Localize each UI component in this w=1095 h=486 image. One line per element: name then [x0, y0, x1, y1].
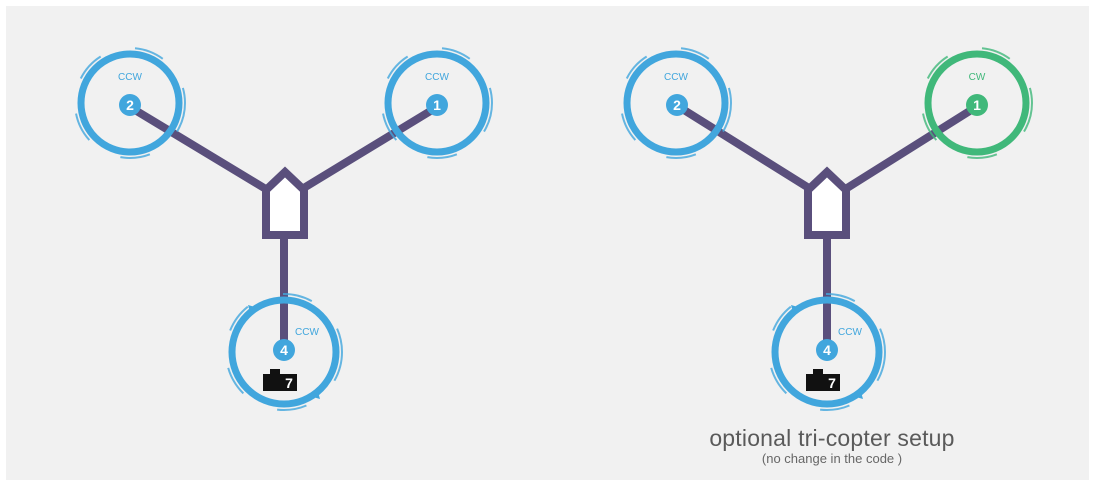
arm-left — [672, 101, 832, 204]
body-frame — [262, 166, 308, 239]
motor-direction: CW — [969, 72, 986, 83]
motor-4-ccw: 4 CCW 7 — [768, 293, 886, 411]
motor-1-cw: 1 CW — [921, 47, 1033, 159]
motor-2-ccw: 2 CCW — [74, 47, 186, 159]
arm-right — [824, 103, 980, 204]
motor-number: 2 — [126, 97, 134, 113]
motor-direction: CCW — [664, 72, 688, 83]
tricopter-diagrams: 2 CCW 1 CCW — [74, 47, 1033, 411]
motor-number: 4 — [280, 342, 288, 358]
motor-2-ccw: 2 CCW — [620, 47, 732, 159]
motor-number: 1 — [433, 97, 441, 113]
motor-number: 1 — [973, 97, 981, 113]
arm-left — [126, 103, 288, 204]
motor-4-ccw: 4 CCW 7 — [225, 293, 343, 411]
motor-direction: CCW — [838, 327, 862, 338]
servo-icon: 7 — [806, 369, 840, 391]
setup-caption: optional tri-copter setup — [709, 425, 955, 451]
servo-number: 7 — [285, 375, 293, 391]
diagram-panel: 2 CCW 1 CCW — [6, 6, 1089, 480]
servo-icon: 7 — [263, 369, 297, 391]
motor-number: 4 — [823, 342, 831, 358]
arm-right — [280, 103, 441, 204]
motor-direction: CCW — [118, 72, 142, 83]
setup-note: (no change in the code ) — [761, 451, 903, 466]
left-tricopter: 2 CCW 1 CCW — [74, 47, 493, 411]
body-frame — [804, 166, 850, 239]
servo-number: 7 — [828, 375, 836, 391]
motor-direction: CCW — [425, 72, 449, 83]
motor-number: 2 — [673, 97, 681, 113]
right-tricopter: 2 CCW 1 CW — [620, 47, 1033, 411]
motor-direction: CCW — [295, 327, 319, 338]
motor-1-ccw: 1 CCW — [381, 47, 493, 159]
